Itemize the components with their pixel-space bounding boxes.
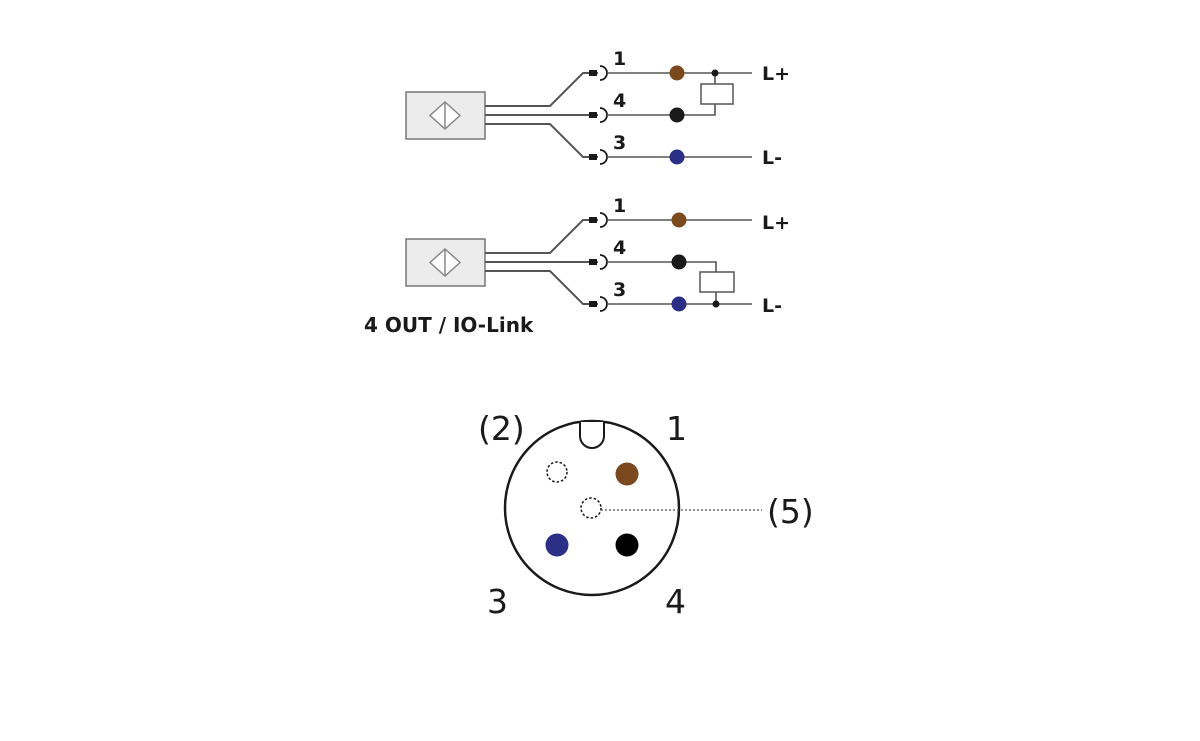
pin-number: 3 (613, 132, 626, 154)
pin-3-blue (545, 533, 569, 557)
wire-black-dot (671, 254, 687, 270)
load-resistor (699, 271, 735, 293)
pin-number: 1 (613, 48, 626, 70)
l-minus-label: L- (762, 295, 782, 317)
wire-blue-dot (669, 149, 685, 165)
load-resistor (700, 83, 734, 105)
wire-black-dot (669, 107, 685, 123)
l-plus-label: L+ (762, 63, 790, 85)
connector-face: (2) 1 (5) 3 4 (478, 409, 814, 621)
pin-4-black (615, 533, 639, 557)
pin-number: 3 (613, 279, 626, 301)
pin-1-brown (615, 462, 639, 486)
l-plus-label: L+ (762, 212, 790, 234)
junction-dot (711, 69, 719, 77)
face-label-pin1: 1 (666, 409, 687, 448)
sensor-symbol-icon (428, 100, 462, 131)
face-label-pin2: (2) (478, 409, 525, 448)
wire-brown-dot (671, 212, 687, 228)
pin-number: 1 (613, 195, 626, 217)
wire-brown-dot (669, 65, 685, 81)
pin-5-hole (580, 497, 602, 519)
io-link-caption: 4 OUT / IO-Link (364, 313, 534, 337)
wiring-bottom: 1 4 3 L+ L- 4 OUT / IO-Link (364, 195, 790, 337)
wire-blue-dot (671, 296, 687, 312)
wiring-top: 1 4 3 L+ L- (405, 48, 790, 169)
face-label-pin4: 4 (665, 582, 686, 621)
pin-number: 4 (613, 237, 626, 259)
sensor-symbol-icon (428, 247, 462, 278)
face-label-pin5: (5) (767, 492, 814, 531)
l-minus-label: L- (762, 147, 782, 169)
coding-key (579, 422, 605, 449)
face-label-pin3: 3 (487, 582, 508, 621)
pin-number: 4 (613, 90, 626, 112)
pin-2-hole (546, 461, 568, 483)
junction-dot (712, 300, 720, 308)
